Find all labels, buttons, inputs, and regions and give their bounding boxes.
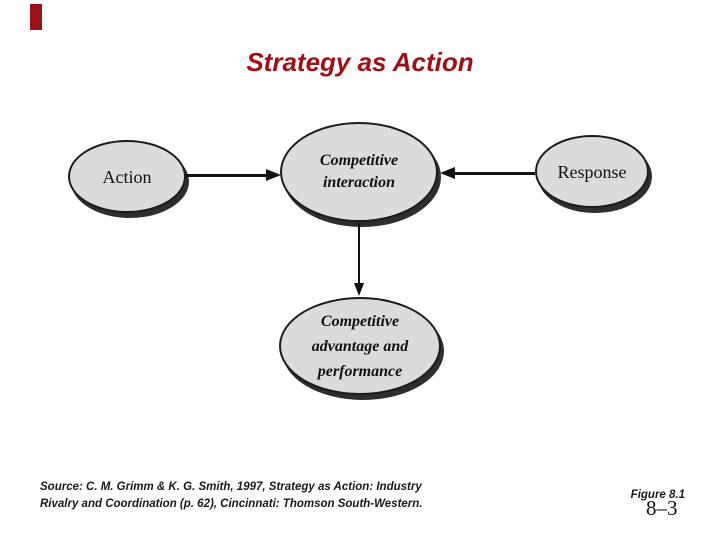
node-action: Action — [68, 140, 186, 213]
page-title: Strategy as Action — [246, 47, 474, 77]
node-competitive-interaction: Competitive interaction — [280, 122, 438, 222]
node-competitive-interaction-label-line1: Competitive — [319, 152, 399, 169]
source-citation-line1: Source: C. M. Grimm & K. G. Smith, 1997,… — [40, 481, 422, 493]
node-competitive-advantage-performance: Competitive advantage and performance — [279, 297, 441, 395]
arrow-response-to-interaction-head-icon — [440, 167, 455, 179]
node-competitive-interaction-label-line2: interaction — [322, 174, 395, 191]
arrow-interaction-to-advantage-line — [358, 223, 360, 284]
red-accent-bar — [30, 4, 42, 30]
arrow-interaction-to-advantage-head-icon — [354, 283, 364, 296]
source-citation-line2: Rivalry and Coordination (p. 62), Cincin… — [40, 497, 423, 510]
node-advantage-label-line1: Competitive — [320, 312, 400, 330]
node-advantage-label-line3: performance — [317, 362, 403, 380]
node-advantage-label-line2: advantage and — [311, 337, 409, 355]
page-number: 8–3 — [646, 496, 678, 520]
node-response: Response — [535, 135, 649, 208]
node-action-label: Action — [102, 166, 152, 187]
node-response-label: Response — [557, 161, 627, 182]
arrow-action-to-interaction-head-icon — [266, 169, 281, 181]
arrow-response-to-interaction-line — [454, 172, 535, 175]
source-citation: Source: C. M. Grimm & K. G. Smith, 1997,… — [40, 479, 460, 512]
figure-label: Figure 8.1 — [630, 489, 685, 501]
arrow-action-to-interaction-line — [186, 174, 267, 177]
